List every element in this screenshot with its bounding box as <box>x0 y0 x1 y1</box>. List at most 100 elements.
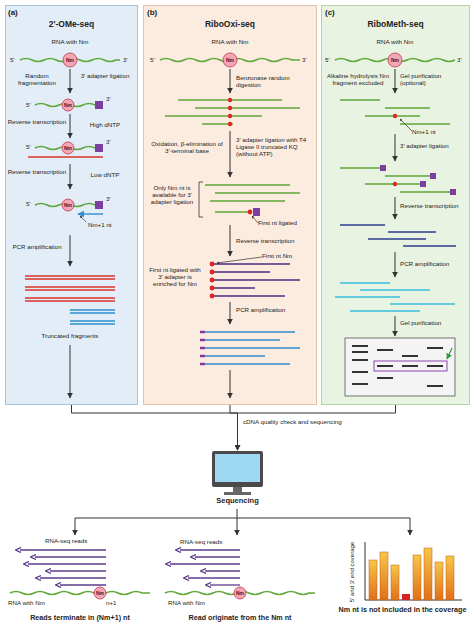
step-arrow <box>230 302 231 324</box>
nm-site <box>63 53 77 67</box>
nm-dot <box>393 182 397 186</box>
step-label: 3' <box>123 56 133 63</box>
step-label: RNA with Nm <box>200 38 260 45</box>
step-label: PCR amplification <box>6 243 68 250</box>
seq-read <box>40 577 106 578</box>
pcr-products <box>335 283 455 311</box>
nm-coverage-bar <box>402 594 410 600</box>
chart-axes <box>365 542 462 600</box>
result-caption: Nm nt is not included in the coverage <box>335 606 470 614</box>
adapter <box>430 173 436 179</box>
panel-letter: (b) <box>147 8 167 17</box>
step-label: Reverse transcription <box>6 168 68 175</box>
step-label: 5' <box>26 143 36 150</box>
step-arrow <box>230 370 231 398</box>
result-caption: Reads terminate in (Nm+1) nt <box>5 614 155 622</box>
step-label: RNA with Nm <box>168 599 218 606</box>
monitor-screen <box>215 454 260 482</box>
adapter <box>420 181 426 187</box>
step-arrow <box>230 131 231 177</box>
nm-dot <box>210 286 215 291</box>
step-label: Alkaline hydrolysis Nm fragment excluded <box>324 72 392 86</box>
step-label: Reverse transcription <box>236 237 306 244</box>
sequencer-computer: Sequencing <box>200 450 275 508</box>
nm-dot <box>210 270 215 275</box>
nm-site <box>223 53 237 67</box>
seq-read <box>50 570 106 571</box>
step-arrow <box>395 134 396 161</box>
result-arrow <box>410 518 411 535</box>
step-label: Reverse transcription <box>6 118 68 125</box>
nm-dot <box>228 98 232 102</box>
step-label: cDNA quality check and sequencing <box>243 418 353 425</box>
gel-arrow <box>447 348 452 359</box>
step-label: First nt Nm <box>262 252 312 259</box>
rna-strand <box>10 592 150 595</box>
leader-line <box>400 119 412 131</box>
cdna-strand <box>28 156 103 157</box>
step-label: 3' adapter ligation with T4 Ligase II tr… <box>236 136 314 157</box>
nm-marker-text: Nm <box>92 590 108 596</box>
step-label: 5' <box>325 56 335 63</box>
nm-dot <box>248 210 253 215</box>
truncated-cdna <box>78 213 103 214</box>
step-label: 5' <box>26 200 36 207</box>
step-label: 3' adapter ligation <box>400 142 466 149</box>
step-label: RNA-seq reads <box>180 538 240 545</box>
step-label: 3' <box>106 138 116 145</box>
flow-connector <box>72 405 238 450</box>
step-arrow <box>395 197 396 219</box>
step-arrow <box>230 69 231 93</box>
rna-fragments <box>165 100 300 124</box>
seq-read <box>60 584 106 585</box>
nm-dot <box>228 106 232 110</box>
split-line <box>75 509 410 518</box>
flow-connector <box>230 405 238 450</box>
step-label: 3' adapter ligation <box>74 72 136 79</box>
step-label: 5' <box>26 101 36 108</box>
pcr-products <box>25 276 115 301</box>
bracket <box>199 182 203 217</box>
step-label: Nm+1 nt <box>88 221 133 228</box>
ligated-fragments <box>340 168 450 192</box>
pcr-products <box>205 332 300 364</box>
panel-letter: (a) <box>8 8 28 17</box>
nm-marker-text: Nm <box>232 590 248 596</box>
step-label: Oxidation, β-elimination of 3'-terminal … <box>147 140 227 154</box>
result-arrow <box>75 518 76 535</box>
nm-marker-text: Nm <box>60 102 76 108</box>
step-label: Gel purification <box>400 319 466 326</box>
seq-read <box>210 584 240 585</box>
step-arrow <box>70 345 71 398</box>
nm-dot <box>210 262 215 267</box>
adapter <box>380 165 386 171</box>
nm-marker-text: Nm <box>387 57 403 63</box>
seq-read <box>188 577 240 578</box>
nm-dot <box>228 114 232 118</box>
step-arrow <box>395 69 396 93</box>
seq-read <box>195 556 240 557</box>
gel-bands <box>352 346 443 386</box>
cdna-reads <box>212 264 300 296</box>
step-arrow <box>70 164 71 189</box>
nm-site <box>388 53 402 67</box>
step-label: 3' <box>106 195 116 202</box>
result-caption: Read originate from the Nm nt <box>160 614 320 622</box>
step-label: Nm+1 nt <box>412 128 457 135</box>
adapter <box>450 189 456 195</box>
nm-dot <box>210 294 215 299</box>
coverage-bar <box>435 562 443 600</box>
monitor-stand <box>233 487 242 492</box>
adapter-tips <box>200 332 205 364</box>
coverage-bar <box>380 552 388 600</box>
panel-title: RiboOxi-seq <box>144 19 316 29</box>
step-label: 3' <box>302 56 312 63</box>
seq-read <box>205 570 240 571</box>
step-label: RNA with Nm <box>365 38 425 45</box>
oxidized-fragments <box>205 185 300 212</box>
nm-dot <box>393 114 397 118</box>
step-label: 3' <box>106 95 116 102</box>
step-label: Random fragmentation <box>6 72 68 86</box>
